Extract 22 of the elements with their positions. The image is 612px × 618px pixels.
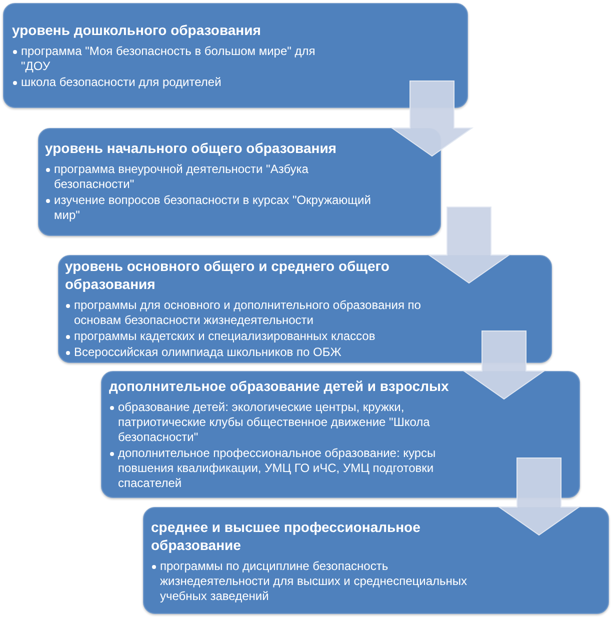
block-arrow xyxy=(497,458,581,536)
block-arrow xyxy=(390,80,474,157)
level-box xyxy=(58,255,552,363)
bullet-text: изучение вопросов безопасности в курсах "Окружающий мир" xyxy=(54,193,372,223)
level-box xyxy=(38,128,441,236)
level-box xyxy=(101,371,580,498)
level-heading: среднее и высшее профессиональное образование xyxy=(151,518,422,554)
bullet-text: Всероссийская олимпиада школьников по ОБЖ xyxy=(74,345,342,360)
level-heading: уровень начального общего образования xyxy=(45,139,336,157)
bullet-text: школа безопасности для родителей xyxy=(21,75,222,90)
level-box xyxy=(143,507,609,614)
bullet-text: программы по дисциплине безопасность жизнедеятельности для высших и среднеспециальных учебных заведений xyxy=(160,559,468,604)
level-heading: уровень дошкольного образования xyxy=(12,21,261,39)
bullet-text: программы кадетских и специализированных классов xyxy=(74,329,376,344)
bullet-text: образование детей: экологические центры, кружки, патриотические клубы общественное движение "Школа безопасности" xyxy=(118,400,431,445)
bullet-text: программа внеурочной деятельности "Азбука безопасности" xyxy=(54,162,310,192)
level-box xyxy=(3,3,468,108)
level-heading: уровень основного общего и среднего общего образования xyxy=(65,257,390,293)
bullet-text: дополнительное профессиональное образование: курсы повшения квалификации, УМЦ ГО иЧС, УМЦ подготовки спасателей xyxy=(118,446,437,491)
block-arrow xyxy=(427,206,511,284)
block-arrow xyxy=(462,330,546,400)
level-heading: дополнительное образование детей и взрослых xyxy=(109,377,449,395)
